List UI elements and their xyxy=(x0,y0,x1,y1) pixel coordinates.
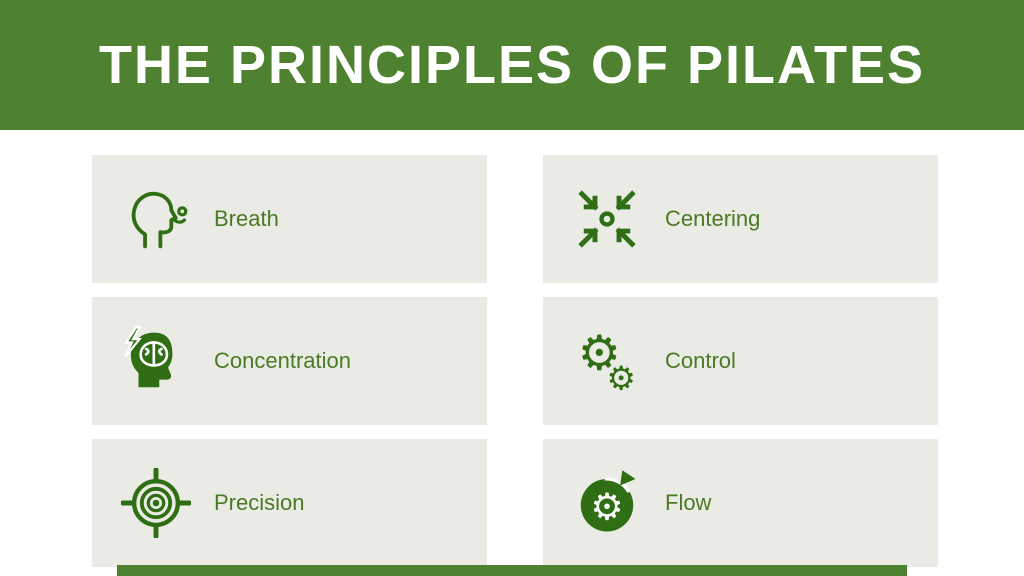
centering-icon xyxy=(569,181,645,257)
principles-grid: Breath Centering xyxy=(92,155,938,567)
svg-text:⚙: ⚙ xyxy=(578,326,621,381)
concentration-icon xyxy=(118,323,194,399)
precision-icon xyxy=(118,465,194,541)
card-control: ⚙ ⚙ Control xyxy=(543,297,938,425)
footer-bar xyxy=(117,565,907,576)
svg-text:⚙: ⚙ xyxy=(607,360,636,397)
card-label: Concentration xyxy=(214,348,351,373)
card-label: Flow xyxy=(665,490,712,515)
svg-text:⚙: ⚙ xyxy=(590,484,623,528)
card-precision: Precision xyxy=(92,439,487,567)
card-concentration: Concentration xyxy=(92,297,487,425)
control-icon: ⚙ ⚙ xyxy=(569,323,645,399)
page-title: THE PRINCIPLES OF PILATES xyxy=(98,35,926,95)
flow-icon: ⚙ xyxy=(569,465,645,541)
card-breath: Breath xyxy=(92,155,487,283)
header-banner: THE PRINCIPLES OF PILATES xyxy=(0,0,1024,130)
card-label: Precision xyxy=(214,490,305,515)
breath-icon xyxy=(118,181,194,257)
card-label: Breath xyxy=(214,206,279,231)
card-flow: ⚙ Flow xyxy=(543,439,938,567)
card-centering: Centering xyxy=(543,155,938,283)
card-label: Control xyxy=(665,348,736,373)
card-label: Centering xyxy=(665,206,761,231)
